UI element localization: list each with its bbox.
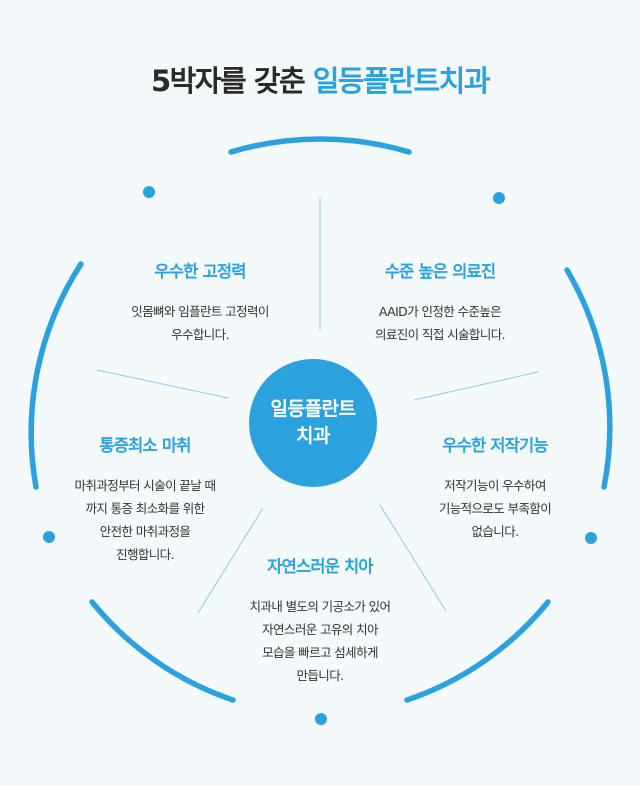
title-accent: 일등플란트치과 xyxy=(312,64,491,98)
divider-line xyxy=(379,504,447,612)
feature-description-line: 모습을 빠르고 섬세하게 xyxy=(262,645,378,660)
feature-description-line: 까지 통증 최소화를 위한 xyxy=(85,501,205,516)
ring-dot xyxy=(315,713,327,725)
center-label-line1: 일등플란트 xyxy=(270,398,356,420)
ring-dot xyxy=(493,192,505,204)
feature-medical-staff: 수준 높은 의료진 AAID가 인정한 수준높은 의료진이 직접 시술합니다. xyxy=(330,258,550,346)
feature-description-line: 안전한 마취과정을 xyxy=(99,524,191,539)
divider-line xyxy=(96,369,229,399)
ring-dot xyxy=(43,531,55,543)
divider-line xyxy=(197,507,264,614)
feature-description: 마취과정부터 시술이 끝날 때 까지 통증 최소화를 위한 안전한 마취과정을 … xyxy=(30,474,260,566)
ring-arc-bottom-right xyxy=(404,599,551,703)
ring-dot xyxy=(585,532,597,544)
feature-description-line: 만듭니다. xyxy=(296,668,345,683)
feature-description-line: 잇몸뼈와 임플란트 고정력이 xyxy=(131,304,269,319)
feature-fixation: 우수한 고정력 잇몸뼈와 임플란트 고정력이 우수합니다. xyxy=(90,258,310,346)
page-title: 5박자를 갖춘 일등플란트치과 xyxy=(0,58,640,100)
feature-description: 치과내 별도의 기공소가 있어 자연스러운 고유의 치아 모습을 빠르고 섬세하… xyxy=(205,595,435,687)
feature-description: 잇몸뼈와 임플란트 고정력이 우수합니다. xyxy=(90,300,310,346)
feature-description: 저작기능이 우수하여 기능적으로도 부족함이 없습니다. xyxy=(380,474,610,543)
feature-title: 자연스러운 치아 xyxy=(267,557,373,576)
ring-arc-top xyxy=(228,136,412,155)
feature-description: AAID가 인정한 수준높은 의료진이 직접 시술합니다. xyxy=(330,300,550,346)
feature-title: 수준 높은 의료진 xyxy=(384,262,496,281)
title-prefix: 5박자를 갖춘 xyxy=(150,64,313,98)
feature-description-line: 기능적으로도 부족함이 xyxy=(438,501,552,516)
ring-arc-right xyxy=(564,267,613,490)
feature-description-line: 없습니다. xyxy=(471,524,520,539)
ring-dot xyxy=(143,186,155,198)
center-label-line2: 치과 xyxy=(296,425,330,447)
feature-description-line: 우수합니다. xyxy=(171,327,229,342)
feature-anesthesia: 통증최소 마취 마취과정부터 시술이 끝날 때 까지 통증 최소화를 위한 안전… xyxy=(30,432,260,566)
ring-arc-bottom-left xyxy=(89,599,236,703)
feature-title: 통증최소 마취 xyxy=(99,436,191,455)
feature-chewing: 우수한 저작기능 저작기능이 우수하여 기능적으로도 부족함이 없습니다. xyxy=(380,432,610,543)
feature-natural-teeth: 자연스러운 치아 치과내 별도의 기공소가 있어 자연스러운 고유의 치아 모습… xyxy=(205,553,435,687)
center-circle: 일등플란트 치과 xyxy=(249,359,377,487)
feature-title: 우수한 고정력 xyxy=(154,262,246,281)
feature-description-line: 자연스러운 고유의 치아 xyxy=(262,622,378,637)
divider-line xyxy=(413,371,539,401)
feature-description-line: 의료진이 직접 시술합니다. xyxy=(374,327,506,342)
feature-description-line: AAID가 인정한 수준높은 xyxy=(378,304,502,319)
feature-description-line: 치과내 별도의 기공소가 있어 xyxy=(249,599,392,614)
feature-description-line: 마취과정부터 시술이 끝날 때 xyxy=(74,478,217,493)
feature-title: 우수한 저작기능 xyxy=(442,436,548,455)
feature-description-line: 진행합니다. xyxy=(116,547,174,562)
feature-description-line: 저작기능이 우수하여 xyxy=(444,478,546,493)
ring-arc-left xyxy=(28,261,84,490)
